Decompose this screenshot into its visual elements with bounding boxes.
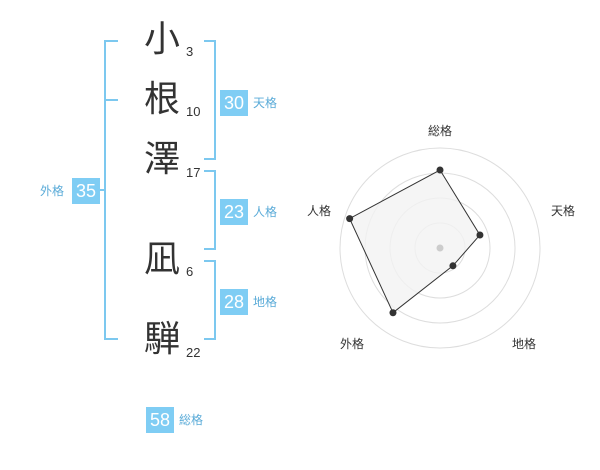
radar-polygon xyxy=(348,169,481,314)
radar-point-1 xyxy=(436,166,444,174)
tenkaku-bracket xyxy=(204,40,216,160)
jinkaku-score: 23 xyxy=(220,199,248,225)
gaikaku-label: 外格 xyxy=(40,184,65,198)
radar-label-jinkaku: 人格 xyxy=(307,204,332,218)
chikaku-score: 28 xyxy=(220,289,248,315)
gaikaku-bracket-tick xyxy=(104,99,118,101)
stroke-count-2: 10 xyxy=(186,104,201,119)
radar-label-chikaku: 地格 xyxy=(512,337,537,351)
name-char-4: 凪 xyxy=(143,239,180,280)
name-char-2: 根 xyxy=(143,79,180,120)
stroke-count-1: 3 xyxy=(186,44,194,59)
chikaku-label: 地格 xyxy=(253,295,278,309)
soukaku-score: 58 xyxy=(146,407,174,433)
radar-point-5 xyxy=(346,215,354,223)
soukaku-label: 総格 xyxy=(179,413,204,427)
gaikaku-bracket-stub xyxy=(100,189,106,191)
radar-label-soukaku: 総格 xyxy=(428,124,453,138)
radar-point-4 xyxy=(389,309,397,317)
name-char-5: 騨 xyxy=(143,319,180,360)
tenkaku-score: 30 xyxy=(220,90,248,116)
radar-point-3 xyxy=(449,262,457,270)
radar-ring-4 xyxy=(339,147,541,349)
gaikaku-score: 35 xyxy=(72,178,100,204)
radar-label-gaikaku: 外格 xyxy=(340,337,365,351)
name-char-3: 澤 xyxy=(143,139,180,180)
radar-center xyxy=(436,244,444,252)
stroke-count-3: 17 xyxy=(186,165,201,180)
tenkaku-label: 天格 xyxy=(253,96,278,110)
radar-point-2 xyxy=(476,231,484,239)
name-char-1: 小 xyxy=(143,19,180,60)
jinkaku-label: 人格 xyxy=(253,205,278,219)
chikaku-bracket xyxy=(204,260,216,340)
jinkaku-bracket xyxy=(204,170,216,250)
stroke-count-5: 22 xyxy=(186,345,201,360)
radar-label-tenkaku: 天格 xyxy=(551,204,576,218)
stroke-count-4: 6 xyxy=(186,264,194,279)
